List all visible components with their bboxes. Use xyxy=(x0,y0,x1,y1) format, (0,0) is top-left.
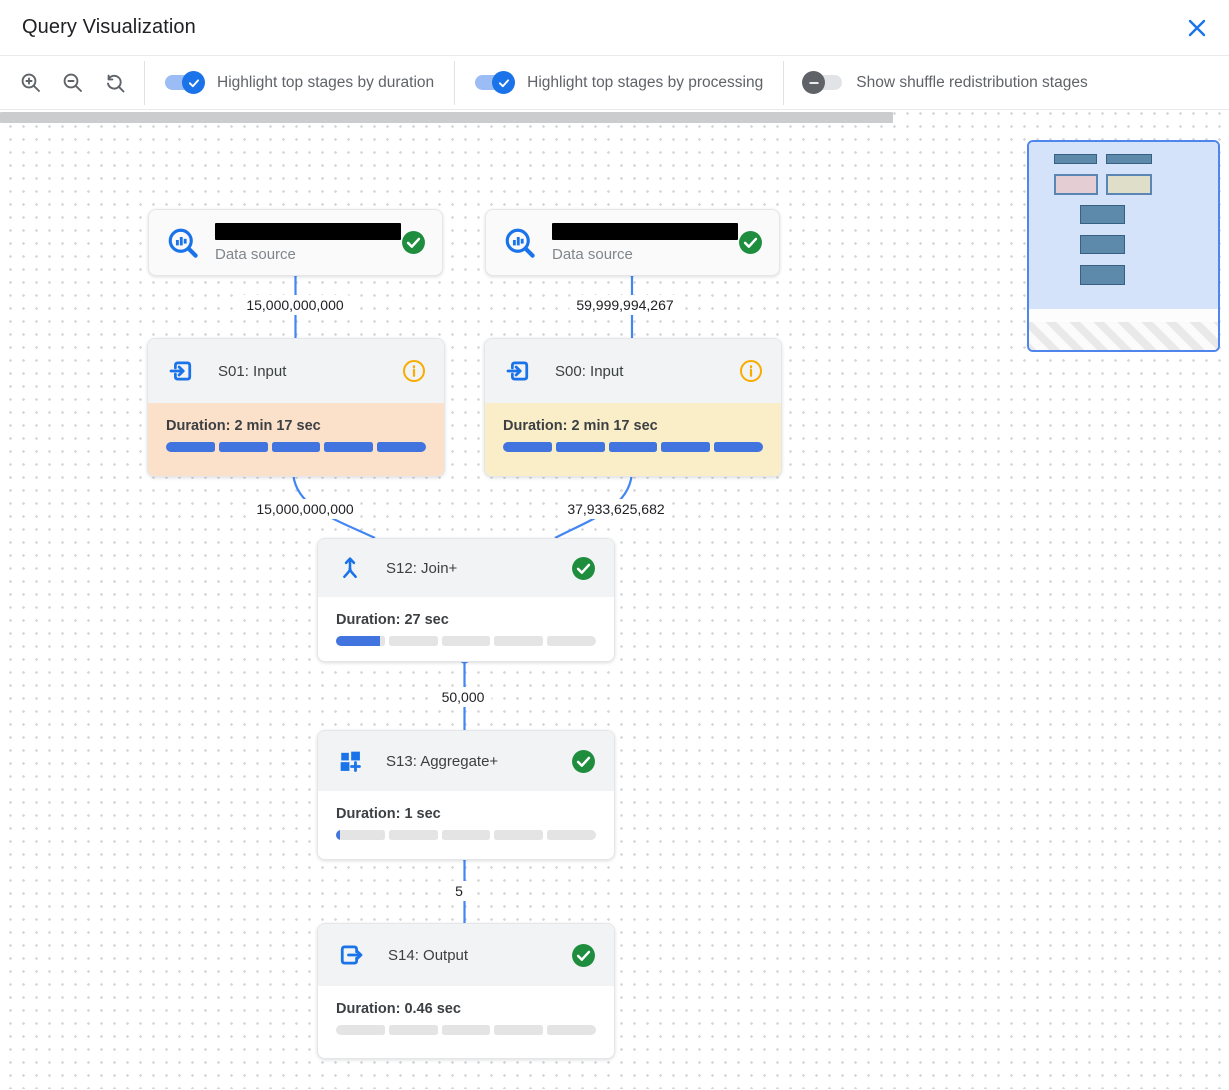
toolbar-divider xyxy=(454,60,456,105)
duration-label: Duration: 0.46 sec xyxy=(336,1001,461,1017)
graph-canvas[interactable]: 15,000,000,000 59,999,994,267 15,000,000… xyxy=(0,110,1229,1089)
progress-bar xyxy=(336,830,596,840)
toggle-group-shuffle: Show shuffle redistribution stages xyxy=(784,71,1108,94)
stage-node-s01[interactable]: S01: Input Duration: 2 min 17 sec xyxy=(147,338,445,477)
success-check-icon xyxy=(571,749,596,774)
stage-title: S01: Input xyxy=(218,362,287,380)
data-source-label: Data source xyxy=(552,245,633,263)
progress-bar xyxy=(503,442,763,452)
progress-bar xyxy=(336,636,596,646)
duration-label: Duration: 27 sec xyxy=(336,612,449,628)
zoom-reset-button[interactable] xyxy=(102,70,128,96)
minimap-node-data-source xyxy=(1054,154,1097,164)
edge-row-count: 37,933,625,682 xyxy=(560,499,672,519)
success-check-icon xyxy=(738,230,763,255)
shuffle-toggle-label: Show shuffle redistribution stages xyxy=(856,73,1088,91)
stage-duration-section: Duration: 27 sec xyxy=(318,597,614,661)
toggle-knob-check-icon xyxy=(492,71,516,94)
horizontal-scrollbar[interactable] xyxy=(0,112,893,123)
duration-label: Duration: 1 sec xyxy=(336,806,441,822)
zoom-in-button[interactable] xyxy=(18,70,44,96)
duration-label: Duration: 2 min 17 sec xyxy=(503,418,658,434)
page-title: Query Visualization xyxy=(22,16,196,38)
minimap-outside-area xyxy=(1029,309,1218,322)
toggle-group-duration: Highlight top stages by duration xyxy=(145,71,454,94)
minimap-node-s00 xyxy=(1106,174,1152,195)
toggle-knob-minus-icon xyxy=(802,71,826,94)
output-icon xyxy=(336,940,366,970)
toolbar-divider xyxy=(144,60,145,105)
stage-node-s14[interactable]: S14: Output Duration: 0.46 sec xyxy=(317,923,615,1059)
input-icon xyxy=(503,356,533,386)
stage-header: S14: Output xyxy=(318,924,614,986)
zoom-out-button[interactable] xyxy=(60,70,86,96)
redacted-table-name xyxy=(552,222,738,240)
bigquery-search-icon xyxy=(502,225,538,261)
close-icon xyxy=(1185,16,1209,40)
minimap-node-s13 xyxy=(1080,235,1125,254)
info-icon[interactable] xyxy=(402,359,426,383)
toggle-knob-check-icon xyxy=(182,71,205,94)
stage-duration-section: Duration: 1 sec xyxy=(318,791,614,859)
processing-toggle-label: Highlight top stages by processing xyxy=(527,73,764,91)
stage-header: S12: Join+ xyxy=(318,539,614,597)
stage-title: S14: Output xyxy=(388,946,469,964)
duration-toggle[interactable] xyxy=(165,71,205,94)
toolbar: Highlight top stages by duration Highlig… xyxy=(0,56,1229,110)
stage-node-s00[interactable]: S00: Input Duration: 2 min 17 sec xyxy=(484,338,782,477)
success-check-icon xyxy=(571,556,596,581)
stage-duration-section: Duration: 0.46 sec xyxy=(318,986,614,1058)
minimap-node-s12 xyxy=(1080,205,1125,224)
bigquery-search-icon xyxy=(165,225,201,261)
edge-row-count: 15,000,000,000 xyxy=(249,499,361,519)
stage-duration-section: Duration: 2 min 17 sec xyxy=(148,403,444,476)
progress-bar xyxy=(166,442,426,452)
data-source-label: Data source xyxy=(215,245,296,263)
zoom-in-icon xyxy=(19,71,43,95)
progress-bar xyxy=(336,1025,596,1035)
zoom-reset-icon xyxy=(103,71,127,95)
data-source-info: Data source xyxy=(552,222,738,263)
minimap-node-s14 xyxy=(1080,265,1125,285)
redacted-table-name xyxy=(215,222,401,240)
dialog-header: Query Visualization xyxy=(0,0,1229,56)
minimap-node-s01 xyxy=(1054,174,1098,195)
stage-header: S00: Input xyxy=(485,339,781,403)
stage-title: S00: Input xyxy=(555,362,624,380)
data-source-node[interactable]: Data source xyxy=(148,209,443,276)
edge-row-count: 59,999,994,267 xyxy=(569,295,681,315)
stage-duration-section: Duration: 2 min 17 sec xyxy=(485,403,781,476)
input-icon xyxy=(166,356,196,386)
toolbar-divider xyxy=(783,60,785,105)
stage-node-s12[interactable]: S12: Join+ Duration: 27 sec xyxy=(317,538,615,662)
processing-toggle[interactable] xyxy=(475,71,516,94)
zoom-controls xyxy=(18,70,144,96)
data-source-info: Data source xyxy=(215,222,401,263)
toggle-group-processing: Highlight top stages by processing xyxy=(455,71,783,94)
stage-header: S01: Input xyxy=(148,339,444,403)
duration-label: Duration: 2 min 17 sec xyxy=(166,418,321,434)
zoom-out-icon xyxy=(61,71,85,95)
info-icon[interactable] xyxy=(739,359,763,383)
minimap-node-data-source xyxy=(1106,154,1152,164)
success-check-icon xyxy=(401,230,426,255)
stage-title: S13: Aggregate+ xyxy=(386,752,499,770)
edge-row-count: 5 xyxy=(448,881,470,901)
join-icon xyxy=(336,554,364,582)
duration-toggle-label: Highlight top stages by duration xyxy=(217,73,435,91)
minimap-hatched-area xyxy=(1029,322,1218,350)
success-check-icon xyxy=(571,943,596,968)
stage-node-s13[interactable]: S13: Aggregate+ Duration: 1 sec xyxy=(317,730,615,860)
stage-title: S12: Join+ xyxy=(386,559,458,577)
minimap[interactable] xyxy=(1027,140,1220,352)
edge-row-count: 50,000 xyxy=(434,687,492,707)
edge-row-count: 15,000,000,000 xyxy=(239,295,351,315)
shuffle-toggle[interactable] xyxy=(802,71,843,94)
stage-header: S13: Aggregate+ xyxy=(318,731,614,791)
aggregate-icon xyxy=(336,747,364,775)
close-button[interactable] xyxy=(1183,14,1211,42)
data-source-node[interactable]: Data source xyxy=(485,209,780,276)
